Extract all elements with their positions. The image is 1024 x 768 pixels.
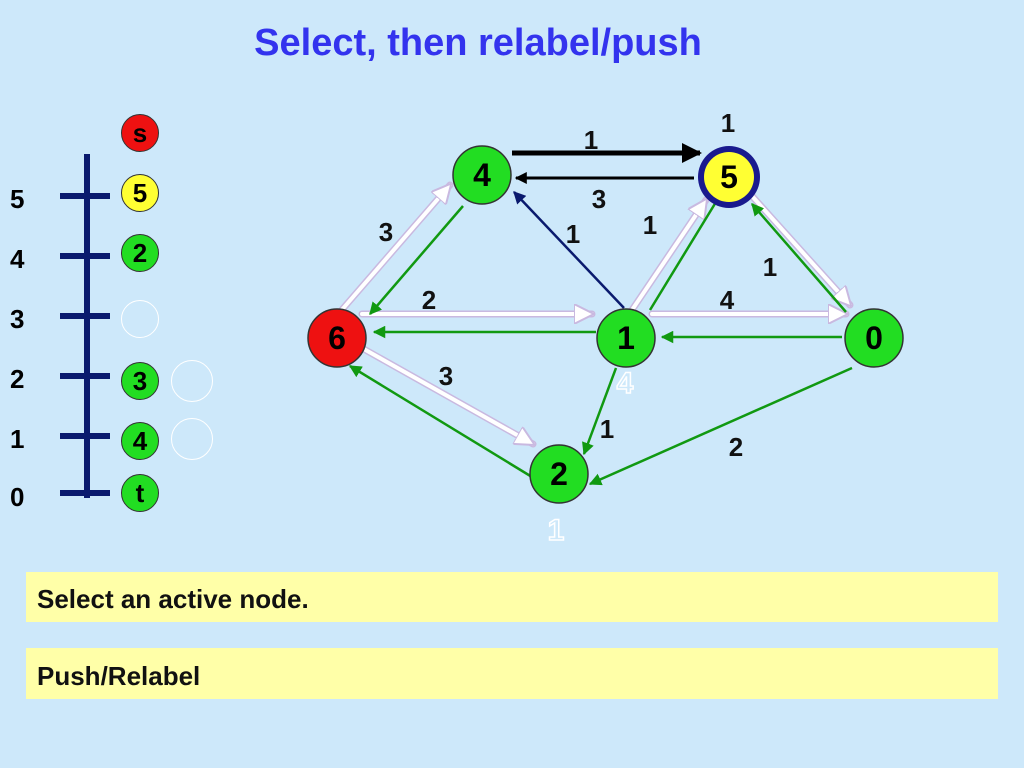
graph-node-0-label: 0 [865, 320, 883, 356]
arc-4-6 [369, 205, 464, 315]
level-node-4: 4 [121, 422, 159, 460]
level-node-3: 3 [121, 362, 159, 400]
level-axis [84, 154, 90, 498]
level-label-5: 5 [10, 184, 25, 214]
ghost-arc-1-5 [628, 200, 710, 314]
ghost-label-under-1: 4 [617, 367, 634, 400]
ghost-label-under-2: 1 [548, 514, 565, 547]
level-node-5: 5 [121, 174, 159, 212]
edge-label-5-4: 3 [592, 184, 606, 214]
level-tick-3 [60, 313, 110, 319]
edge-label-1-4: 1 [566, 219, 580, 249]
graph-node-6-label: 6 [328, 320, 346, 356]
level-tick-5 [60, 193, 110, 199]
arc-1-2 [582, 367, 618, 456]
ghost-arcs [336, 181, 854, 448]
edge-label-0-2: 2 [729, 432, 743, 462]
graph-node-2-label: 2 [550, 456, 568, 492]
level-label-3: 3 [10, 304, 25, 334]
ghost-arc-5-0 [748, 192, 854, 309]
graph-node-4-label: 4 [473, 157, 491, 193]
level-label-2: 2 [10, 364, 25, 394]
graph-node-1: 1 [596, 308, 656, 368]
level-slot-empty-2b [171, 360, 213, 402]
graph-node-6: 6 [307, 308, 367, 368]
graph-node-4: 4 [452, 145, 512, 205]
ghost-arc-6-2 [358, 344, 533, 448]
level-node-t: t [121, 474, 159, 512]
step-panel: Select an active node. [26, 572, 998, 622]
edge-label-1-2: 1 [600, 414, 614, 444]
ghost-arc-6-4 [336, 181, 454, 316]
edge-label-0-1: 4 [720, 285, 735, 315]
arc-1-4 [513, 191, 625, 309]
level-slot-empty-1b [171, 418, 213, 460]
level-slot-empty-3 [121, 300, 159, 338]
level-tick-1 [60, 433, 110, 439]
graph-node-2: 2 [529, 444, 589, 504]
page-title: Select, then relabel/push [254, 22, 702, 64]
edge-label-1-5: 1 [643, 210, 657, 240]
level-label-1: 1 [10, 424, 25, 454]
graph-node-0: 0 [844, 308, 904, 368]
graph-node-5: 5 [698, 146, 760, 208]
node-5-excess-label: 1 [721, 108, 735, 138]
level-tick-4 [60, 253, 110, 259]
edge-label-1-6: 2 [422, 285, 436, 315]
level-label-4: 4 [10, 244, 25, 274]
edge-label-6-2: 3 [439, 361, 453, 391]
arc-0-2 [588, 366, 853, 486]
edge-label-6-4: 3 [379, 217, 393, 247]
edge-label-4-5: 1 [584, 125, 598, 155]
graph-node-1-label: 1 [617, 320, 635, 356]
level-node-s: s [121, 114, 159, 152]
level-tick-0 [60, 490, 110, 496]
arc-1-5 [648, 201, 718, 311]
arc-0-5 [751, 203, 847, 313]
edge-label-0-5: 1 [763, 252, 777, 282]
level-label-0: 0 [10, 482, 25, 512]
level-node-2: 2 [121, 234, 159, 272]
graph-node-5-label: 5 [720, 159, 738, 195]
level-tick-2 [60, 373, 110, 379]
action-panel: Push/Relabel [26, 648, 998, 699]
arc-2-6 [348, 364, 533, 479]
